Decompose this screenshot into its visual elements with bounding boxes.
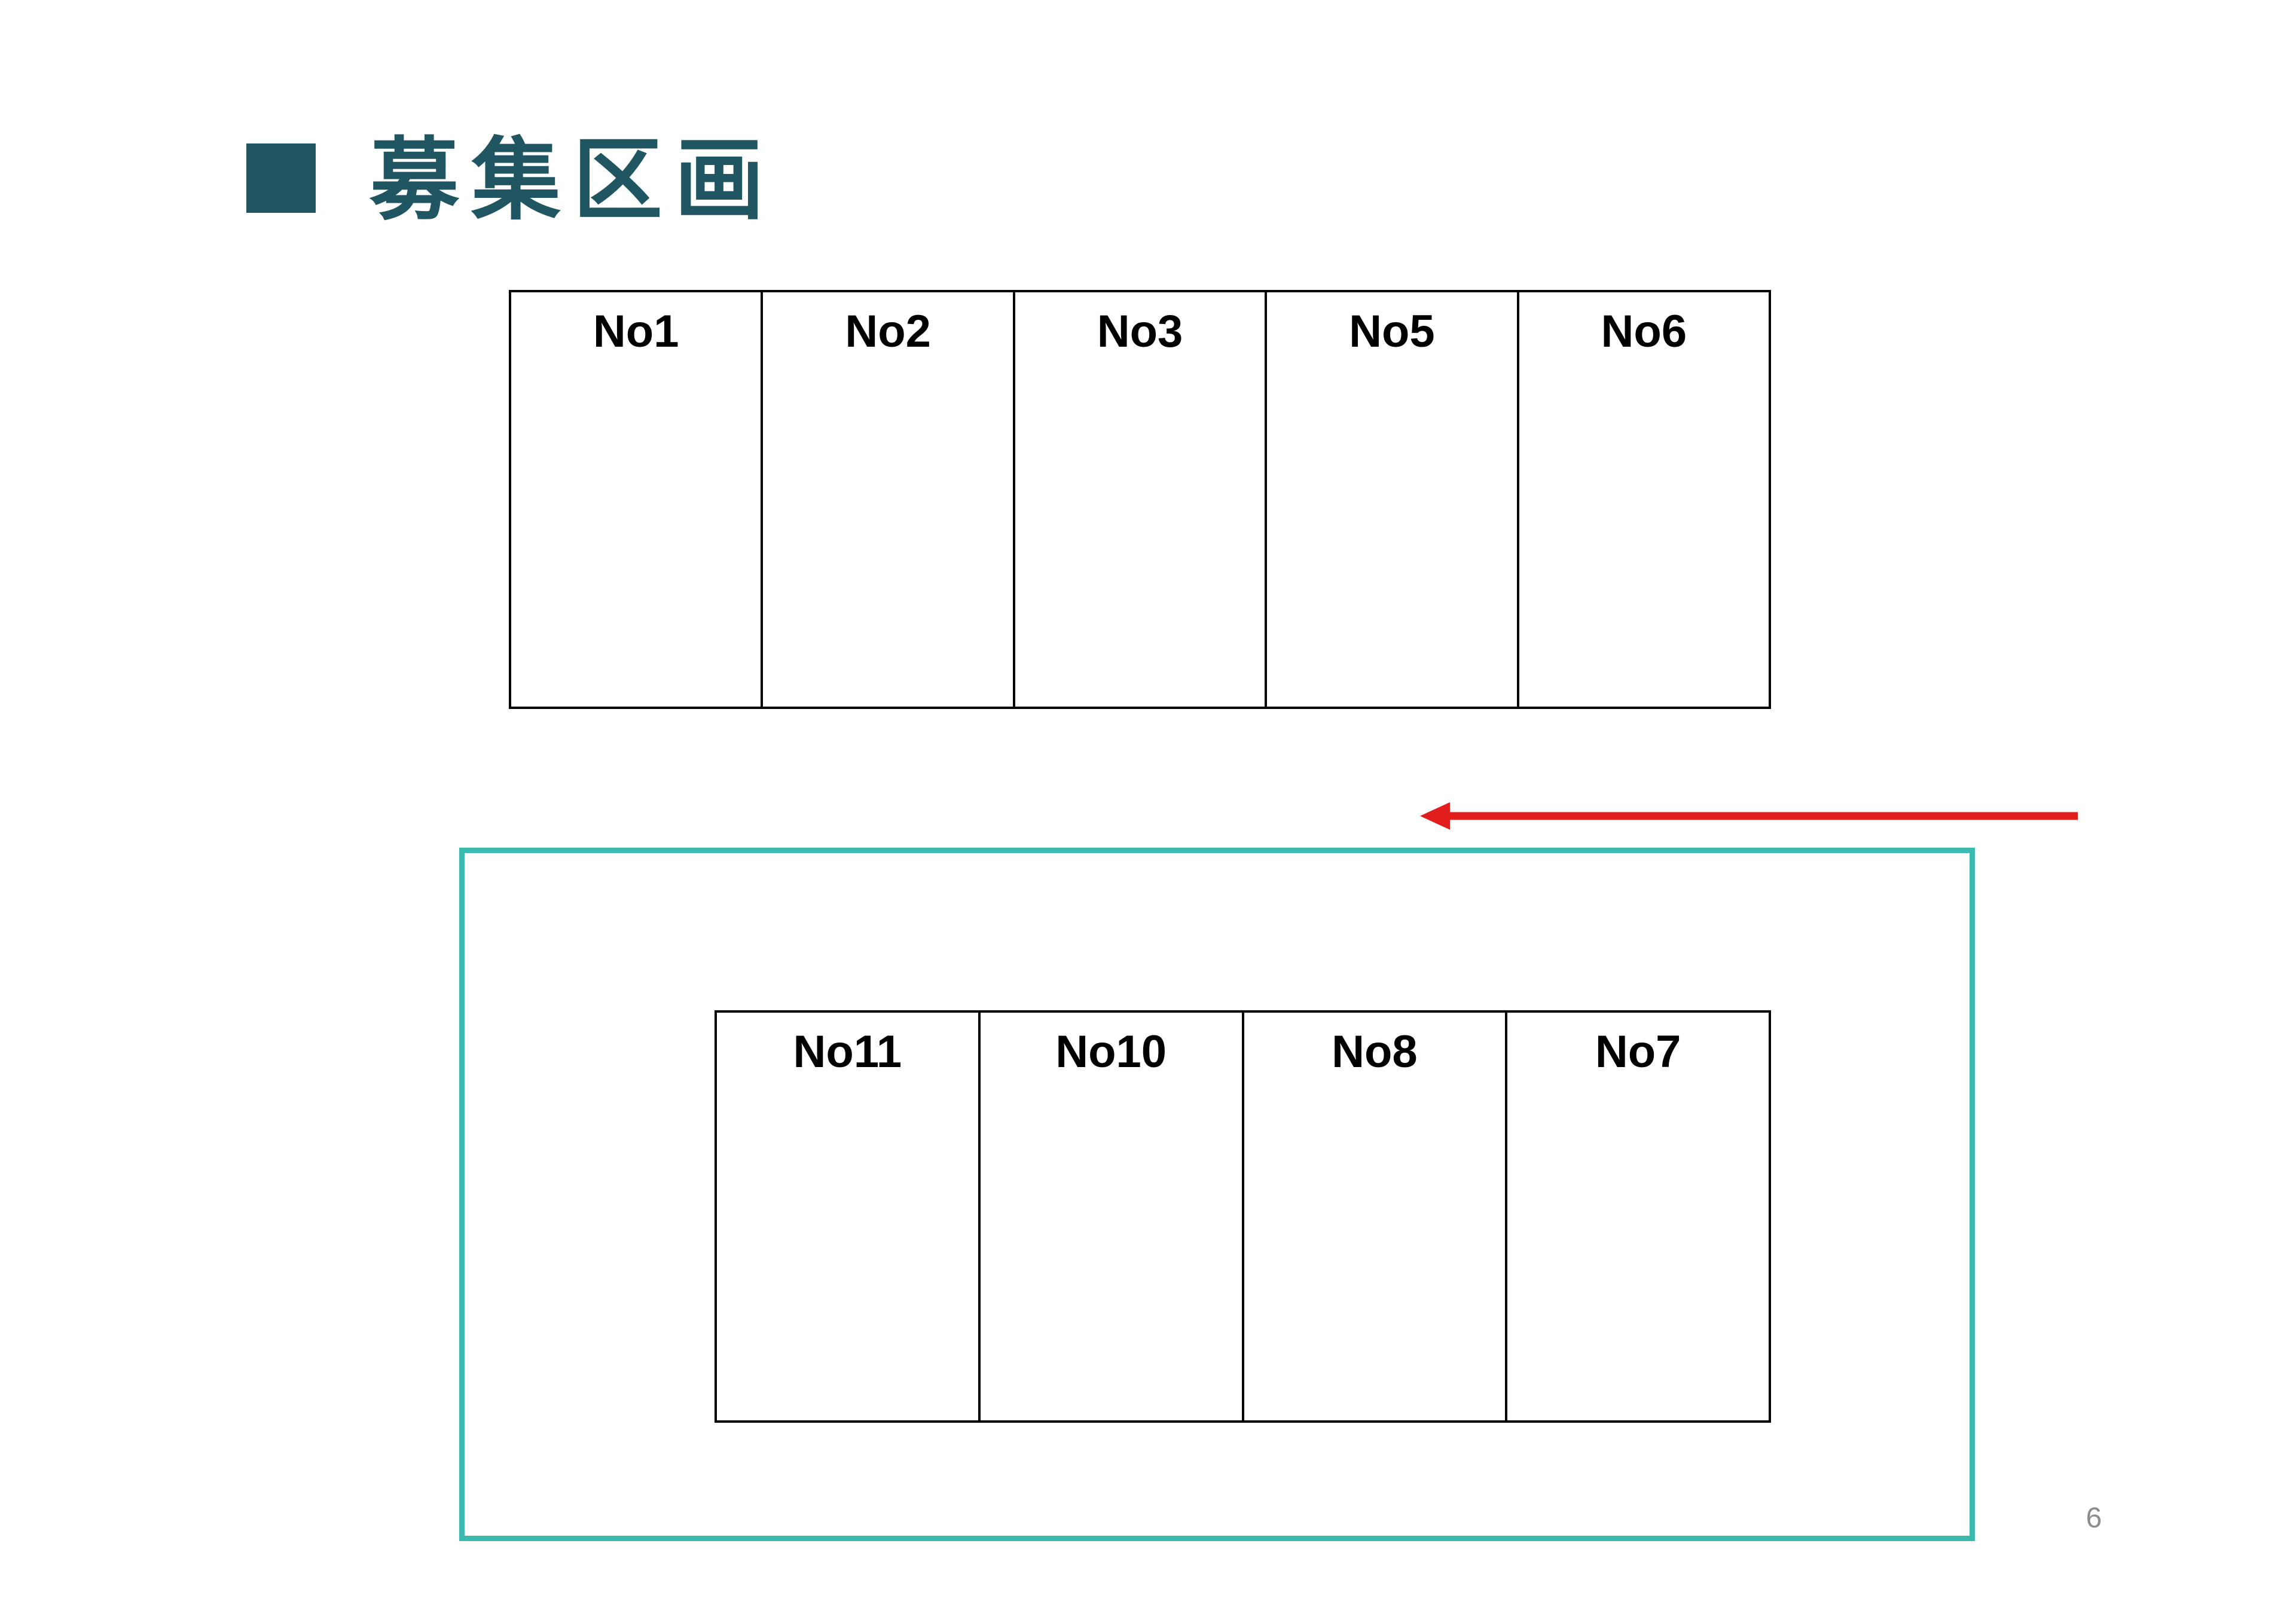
lot-cell: No5: [1265, 292, 1516, 707]
lot-cell: No3: [1012, 292, 1265, 707]
upper-lot-row: No1 No2 No3 No5 No6: [509, 290, 1771, 709]
page-number: 6: [2086, 1502, 2102, 1534]
lot-cell: No6: [1516, 292, 1769, 707]
arrow-head: [1420, 802, 1450, 830]
lot-label: No7: [1595, 1026, 1681, 1077]
lot-label: No1: [593, 306, 679, 357]
lot-label: No3: [1097, 306, 1183, 357]
lot-label: No8: [1332, 1026, 1418, 1077]
lot-label: No11: [793, 1026, 902, 1077]
lot-label: No6: [1601, 306, 1687, 357]
lot-cell: No2: [761, 292, 1012, 707]
square-bullet-icon: [246, 143, 316, 213]
lot-cell: No10: [978, 1013, 1242, 1420]
lower-lot-row: No11 No10 No8 No7: [715, 1010, 1771, 1423]
highlight-frame: [459, 848, 1975, 1541]
lot-label: No2: [845, 306, 931, 357]
page-title: 募集区画: [370, 129, 777, 233]
lot-label: No5: [1349, 306, 1435, 357]
lot-cell: No7: [1505, 1013, 1769, 1420]
lot-cell: No11: [717, 1013, 978, 1420]
lot-cell: No1: [511, 292, 761, 707]
lot-label: No10: [1055, 1026, 1167, 1077]
lot-cell: No8: [1241, 1013, 1506, 1420]
